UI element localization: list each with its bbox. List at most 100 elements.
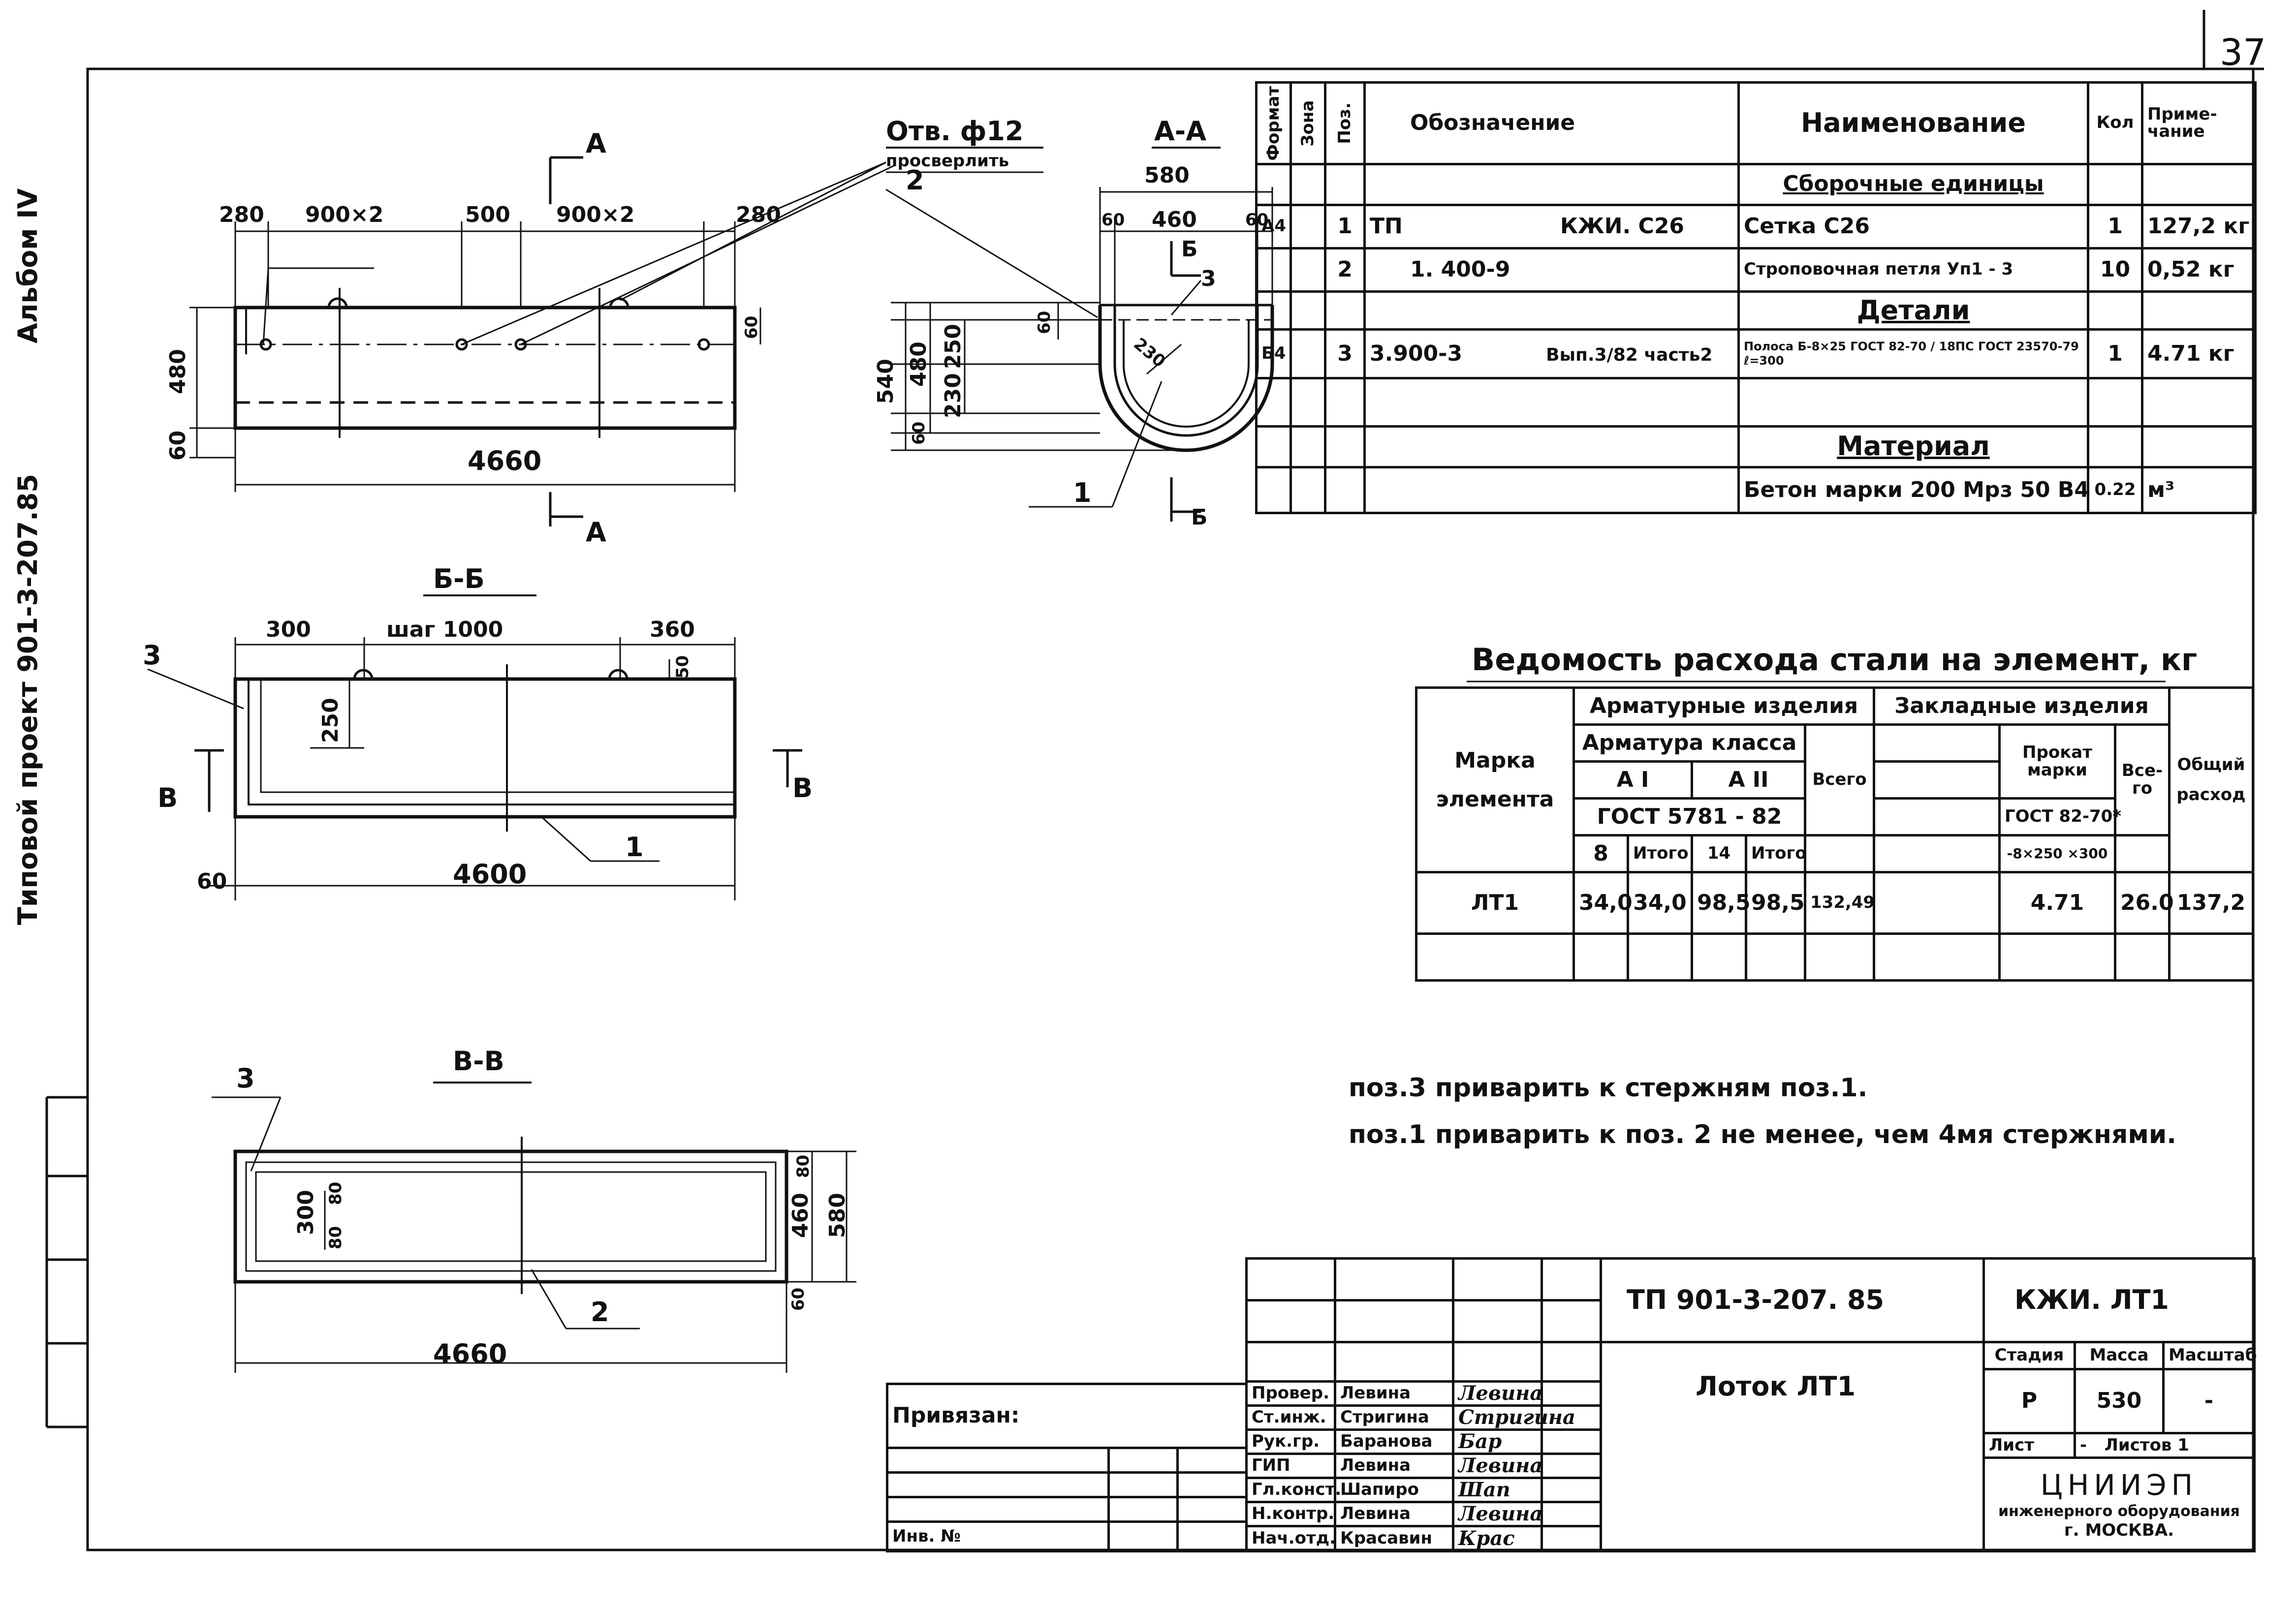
role-name: Баранова: [1334, 1428, 1454, 1455]
hole-note: Отв. ф12: [886, 116, 1024, 147]
stamp-scale-h: Масштаб: [2162, 1341, 2257, 1370]
role-sign: Стригина: [1452, 1404, 1575, 1431]
steel-vsego: 26.0: [2114, 871, 2174, 935]
bb-dim-60: 60: [197, 869, 227, 894]
role-name: Левина: [1334, 1501, 1454, 1527]
bb-dim-300: 300: [266, 617, 311, 642]
spec-name: Полоса Б-8×25 ГОСТ 82-70 / 18ПС ГОСТ 235…: [1737, 328, 2089, 379]
inv-label: Инв. №: [886, 1520, 1110, 1552]
spec-format: А4: [1255, 203, 1292, 249]
dim-60-right: 60: [742, 315, 761, 339]
steel-h-gost2: ГОСТ 82-70*: [1998, 797, 2121, 836]
spec-h-pos: Поз.: [1325, 82, 1365, 164]
steel-itogo2: 98,5: [1745, 871, 1806, 935]
aa-cut-b-top: Б: [1181, 237, 1198, 262]
spec-table: Формат Зона Поз. Обозначение Наименовани…: [1255, 81, 2257, 515]
aa-title: А-А: [1154, 116, 1206, 147]
vv-dim-60: 60: [788, 1287, 808, 1311]
cut-label-a-bottom: А: [586, 517, 606, 548]
stamp-block: ТП 901-3-207. 85 КЖИ. ЛТ1 Лоток ЛТ1 Стад…: [1600, 1257, 2257, 1552]
spec-pos: 2: [1324, 247, 1366, 293]
bb-dim-360: 360: [650, 617, 695, 642]
role-name: Шапиро: [1334, 1477, 1454, 1503]
role-sign: Бар: [1452, 1428, 1543, 1455]
spec-designation: 1. 400-9: [1363, 247, 1740, 293]
aa-cut-b-bottom: Б: [1191, 505, 1208, 530]
steel-h-strip: -8×250 ×300: [1998, 834, 2116, 873]
spec-note: 4.71 кг: [2141, 328, 2257, 379]
steel-mark: ЛТ1: [1415, 871, 1575, 935]
steel-h-mark: Марка элемента: [1415, 686, 1575, 873]
role: Ст.инж.: [1245, 1404, 1336, 1431]
spec-h-designation: Обозначение: [1363, 81, 1740, 165]
stamp-stage: Р: [1982, 1368, 2076, 1434]
bb-cut-v-left: В: [157, 782, 178, 813]
bb-dim-50: 50: [673, 655, 692, 679]
stamp-mass: 530: [2074, 1368, 2165, 1434]
role: Нач.отд.: [1245, 1525, 1336, 1552]
aa-callout-3: 3: [1201, 266, 1216, 291]
aa-dim-230: 230: [941, 373, 966, 418]
steel-table-title: Ведомость расхода стали на элемент, кг: [1472, 642, 2198, 678]
spec-qty: 1: [2087, 203, 2143, 249]
spec-material-name: Бетон марки 200 Мрз 50 В4: [1737, 465, 2089, 515]
spec-name: Сетка С26: [1737, 203, 2089, 249]
spec-designation: ТП: [1370, 213, 1403, 239]
stamp-sheet-code: КЖИ. ЛТ1: [1982, 1257, 2256, 1343]
vv-title: В-В: [453, 1046, 504, 1077]
bb-callout-1: 1: [625, 832, 644, 863]
spec-section-details: Детали: [1737, 290, 2089, 331]
bb-callout-3: 3: [143, 640, 161, 671]
vv-callout-3: 3: [236, 1063, 255, 1094]
aa-dim-460: 460: [1152, 207, 1197, 232]
spec-qty: 10: [2087, 247, 2143, 293]
note-2: поз.1 приварить к поз. 2 не менее, чем 4…: [1349, 1120, 2177, 1149]
stamp-stage-h: Стадия: [1982, 1341, 2076, 1370]
spec-row: 2 1. 400-9 Строповочная петля Уп1 - 3 10…: [1255, 247, 2257, 293]
stamp-code: ТП 901-3-207. 85: [1600, 1257, 1985, 1343]
steel-h-8: 8: [1573, 834, 1629, 873]
spec-h-qty: Кол: [2087, 81, 2143, 165]
role: ГИП: [1245, 1453, 1336, 1479]
aa-callout-1: 1: [1073, 477, 1092, 508]
role-sign: Левина: [1452, 1501, 1543, 1527]
steel-common: 137,2: [2168, 871, 2254, 935]
vv-dim-300: 300: [293, 1190, 318, 1235]
cut-label-a-top: А: [586, 128, 606, 159]
steel-total: 132,49: [1804, 871, 1875, 935]
project-label: Типовой проект 901-3-207.85: [12, 474, 43, 925]
spec-qty: 1: [2087, 328, 2143, 379]
vv-dim-460: 460: [788, 1193, 813, 1238]
role: Н.контр.: [1245, 1501, 1336, 1527]
dim-280-left: 280: [219, 202, 264, 227]
role-name: Левина: [1334, 1453, 1454, 1479]
dim-480: 480: [165, 349, 190, 394]
spec-designation: 3.900-3: [1370, 341, 1463, 366]
steel-h-itogo: Итого: [1627, 834, 1693, 873]
stamp-sheet-dash: -: [2080, 1435, 2087, 1455]
vv-dim-80: 80: [793, 1154, 813, 1178]
steel-table: Марка элемента Арматурные изделия Заклад…: [1415, 686, 2254, 982]
steel-h-total: Всего: [1804, 723, 1875, 836]
stamp-org2: инженерного оборудования: [1998, 1502, 2240, 1520]
steel-h-itogo2: Итого: [1745, 834, 1807, 873]
stamp-mass-h: Масса: [2074, 1341, 2165, 1370]
steel-v14: 98,5: [1691, 871, 1751, 935]
stamp-org1: ЦНИИЭП: [2040, 1468, 2198, 1502]
dim-900x2-left: 900×2: [305, 202, 384, 227]
stamp-scale: -: [2162, 1368, 2256, 1434]
spec-section-assembly: Сборочные единицы: [1737, 162, 2089, 206]
spec-h-zone: Зона: [1290, 82, 1325, 164]
sheet-number: 37: [2220, 31, 2266, 74]
bb-cut-v-right: В: [792, 773, 813, 804]
spec-name: Строповочная петля Уп1 - 3: [1737, 247, 2089, 293]
aa-dim-580: 580: [1144, 163, 1190, 188]
spec-h-note: Приме- чание: [2141, 81, 2257, 165]
tied-label: Привязан:: [885, 1383, 1248, 1449]
spec-pos: 3: [1324, 328, 1366, 379]
